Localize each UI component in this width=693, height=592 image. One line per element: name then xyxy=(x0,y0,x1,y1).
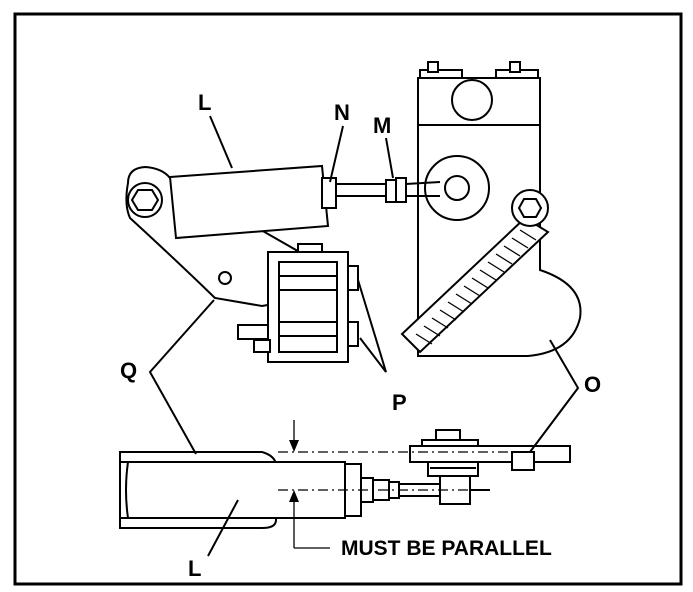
caption-must-be-parallel: MUST BE PARALLEL xyxy=(341,537,552,560)
pivot-bracket-lower xyxy=(409,429,571,477)
label-Q: Q xyxy=(120,358,137,383)
leader-Q xyxy=(148,299,215,455)
leader-N xyxy=(329,125,344,183)
parallel-indicator xyxy=(278,420,512,549)
leader-L-top xyxy=(209,115,233,169)
lever-hole xyxy=(218,271,232,285)
label-O: O xyxy=(584,372,601,397)
upright-bearing-inner xyxy=(444,175,470,201)
label-P: P xyxy=(392,390,407,415)
upright-top-pivot xyxy=(451,79,493,121)
spring-top-nut xyxy=(517,198,543,218)
lever-pivot-nut xyxy=(130,189,160,211)
shock-absorber-upper xyxy=(168,164,441,240)
leader-L-bottom xyxy=(207,499,239,557)
label-L-top: L xyxy=(198,90,211,115)
leader-M xyxy=(385,137,394,179)
label-L-bottom: L xyxy=(188,556,201,581)
bracket-block xyxy=(237,243,359,363)
label-N: N xyxy=(334,100,350,125)
leader-O xyxy=(529,339,580,453)
spring-boot xyxy=(400,189,550,354)
lever-arm-upper xyxy=(125,165,297,308)
leader-P xyxy=(357,279,387,373)
label-M: M xyxy=(373,113,391,138)
